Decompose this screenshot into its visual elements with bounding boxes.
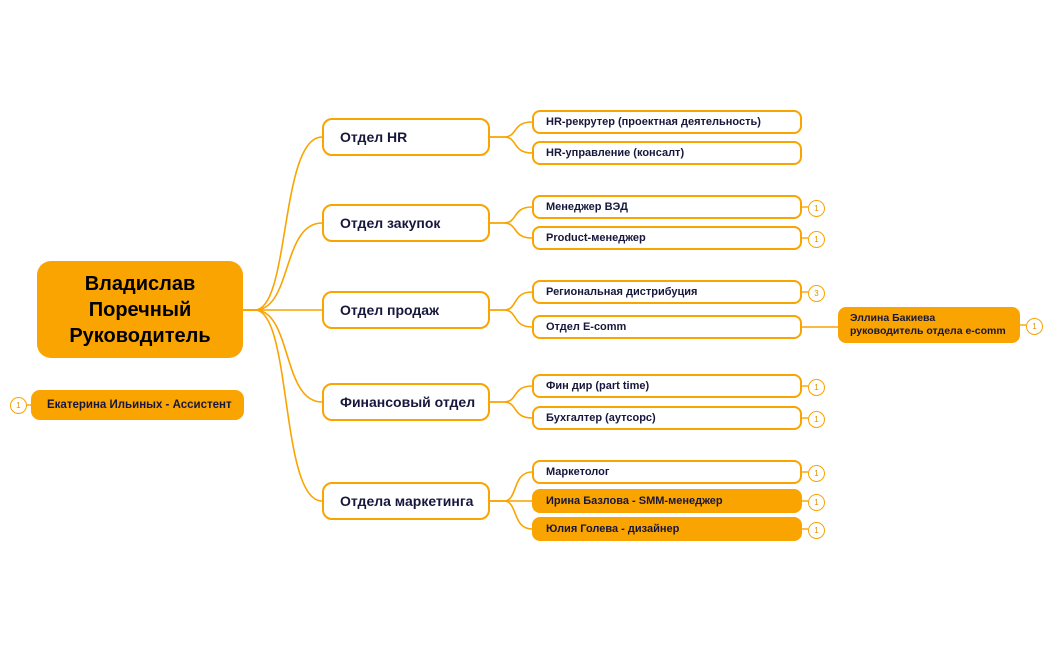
leaf-badge-finance-director[interactable]: 1 [808, 379, 825, 396]
dept-label: Финансовый отдел [340, 394, 476, 410]
leaf-label: Юлия Голева - дизайнер [546, 523, 680, 535]
leaf-badge-product-manager[interactable]: 1 [808, 231, 825, 248]
root-line-3: Руководитель [69, 324, 211, 347]
sub-node-text: Эллина Бакиева руководитель отдела e-com… [850, 312, 1006, 338]
leaf-label: Ирина Базлова - SMM-менеджер [546, 495, 723, 507]
leaf-label: Бухгалтер (аутсорс) [546, 412, 656, 424]
assistant-label: Екатерина Ильиных - Ассистент [47, 399, 232, 411]
leaf-badge-smm-manager[interactable]: 1 [808, 494, 825, 511]
leaf-label: Фин дир (part time) [546, 380, 650, 392]
leaf-node-accountant[interactable]: Бухгалтер (аутсорс) [532, 406, 802, 430]
leaf-node-hr-management[interactable]: HR-управление (консалт) [532, 141, 802, 165]
leaf-label: HR-управление (консалт) [546, 147, 685, 159]
dept-label: Отдел продаж [340, 302, 439, 318]
leaf-label: Отдел E-comm [546, 321, 627, 333]
leaf-label: HR-рекрутер (проектная деятельность) [546, 116, 761, 128]
leaf-label: Маркетолог [546, 466, 610, 478]
leaf-badge-ved-manager[interactable]: 1 [808, 200, 825, 217]
leaf-badge-designer[interactable]: 1 [808, 522, 825, 539]
sub-node-ecomm-lead[interactable]: Эллина Бакиева руководитель отдела e-com… [838, 307, 1020, 343]
leaf-node-hr-recruiter[interactable]: HR-рекрутер (проектная деятельность) [532, 110, 802, 134]
leaf-label: Региональная дистрибуция [546, 286, 698, 298]
root-line-2: Поречный [88, 298, 192, 321]
leaf-label: Product-менеджер [546, 232, 646, 244]
leaf-node-product-manager[interactable]: Product-менеджер [532, 226, 802, 250]
leaf-node-ecomm-department[interactable]: Отдел E-comm [532, 315, 802, 339]
leaf-badge-marketer[interactable]: 1 [808, 465, 825, 482]
root-node-text: Владислав Поречный Руководитель [37, 271, 243, 349]
sub-line-1: Эллина Бакиева [850, 312, 936, 324]
leaf-node-finance-director[interactable]: Фин дир (part time) [532, 374, 802, 398]
sub-badge-ecomm-lead[interactable]: 1 [1026, 318, 1043, 335]
dept-node-hr[interactable]: Отдел HR [322, 118, 490, 156]
dept-label: Отдел HR [340, 129, 408, 145]
sub-line-2: руководитель отдела e-comm [850, 325, 1006, 337]
leaf-node-smm-manager[interactable]: Ирина Базлова - SMM-менеджер [532, 489, 802, 513]
assistant-badge[interactable]: 1 [10, 397, 27, 414]
leaf-label: Менеджер ВЭД [546, 201, 628, 213]
leaf-badge-accountant[interactable]: 1 [808, 411, 825, 428]
dept-label: Отдела маркетинга [340, 493, 474, 509]
leaf-node-marketer[interactable]: Маркетолог [532, 460, 802, 484]
leaf-badge-regional-distribution[interactable]: 3 [808, 285, 825, 302]
dept-node-sales[interactable]: Отдел продаж [322, 291, 490, 329]
root-node-ceo[interactable]: Владислав Поречный Руководитель [37, 261, 243, 358]
leaf-node-ved-manager[interactable]: Менеджер ВЭД [532, 195, 802, 219]
root-line-1: Владислав [84, 272, 196, 295]
dept-node-marketing[interactable]: Отдела маркетинга [322, 482, 490, 520]
dept-node-finance[interactable]: Финансовый отдел [322, 383, 490, 421]
leaf-node-regional-distribution[interactable]: Региональная дистрибуция [532, 280, 802, 304]
leaf-node-designer[interactable]: Юлия Голева - дизайнер [532, 517, 802, 541]
dept-node-purchasing[interactable]: Отдел закупок [322, 204, 490, 242]
dept-label: Отдел закупок [340, 215, 441, 231]
assistant-node[interactable]: Екатерина Ильиных - Ассистент [31, 390, 244, 420]
